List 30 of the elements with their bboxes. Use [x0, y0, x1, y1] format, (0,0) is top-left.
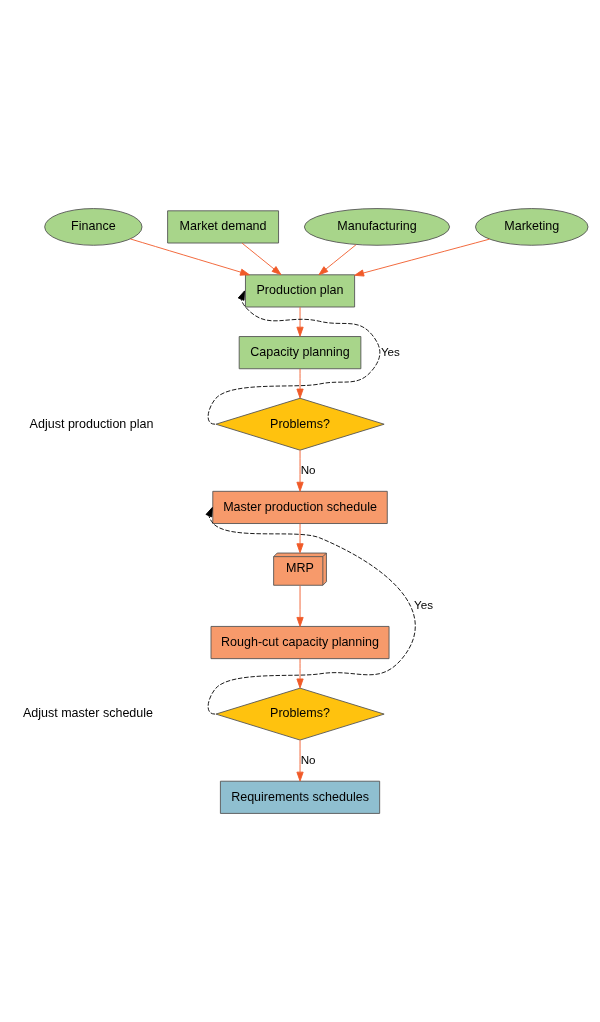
- edge-label: Yes: [414, 597, 433, 611]
- arrow: [354, 238, 490, 277]
- edge-label: No: [300, 752, 316, 766]
- node-ellipse: Finance: [44, 208, 143, 246]
- node-box: Market demand: [167, 210, 279, 244]
- arrow: [129, 238, 250, 276]
- node-ellipse: Marketing: [475, 208, 589, 246]
- arrow: [207, 290, 381, 425]
- arrow: [296, 585, 304, 627]
- node-box: Production plan: [245, 274, 356, 308]
- label: Adjust master schedule: [22, 706, 154, 721]
- node-box: Master production schedule: [212, 490, 388, 524]
- node-ellipse: Manufacturing: [303, 208, 450, 246]
- label: Adjust production plan: [29, 416, 154, 431]
- arrow: [296, 368, 304, 399]
- arrow: [296, 739, 304, 782]
- arrow: [296, 449, 304, 492]
- node-diamond: Problems?: [215, 397, 385, 451]
- arrow: [296, 523, 304, 554]
- node-box: Capacity planning: [238, 336, 362, 370]
- arrow: [318, 244, 357, 276]
- arrow: [296, 658, 304, 689]
- edge-label: No: [300, 462, 316, 476]
- arrow: [205, 507, 416, 715]
- node-box: Requirements schedules: [219, 780, 381, 814]
- arrow: [296, 306, 304, 337]
- arrow: [241, 242, 282, 276]
- edge-label: Yes: [380, 344, 400, 358]
- node-box: Rough-cut capacity planning: [210, 625, 390, 660]
- node-diamond: Problems?: [215, 687, 385, 741]
